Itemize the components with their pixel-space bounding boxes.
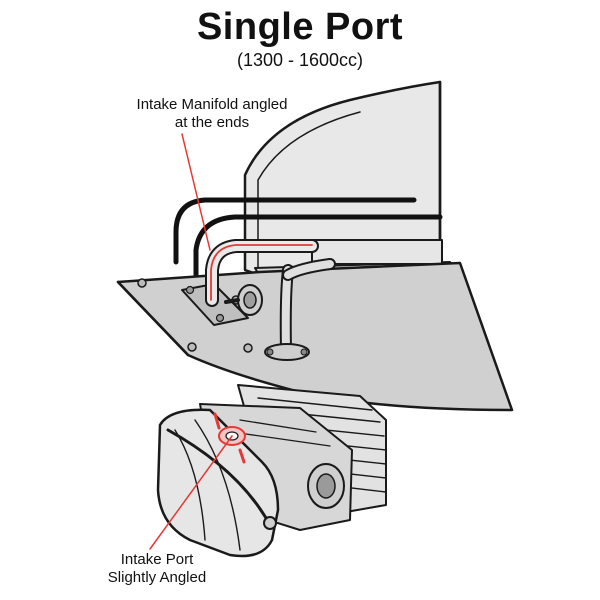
diagram-subtitle: (1300 - 1600cc) xyxy=(236,50,364,70)
manifold-callout-line-1: Intake Manifold angled xyxy=(136,96,288,113)
hose-lower xyxy=(193,214,443,279)
port-callout-label: Intake Port Slightly Angled xyxy=(92,551,222,587)
hose-upper xyxy=(173,197,417,265)
tin-plate-edge xyxy=(116,280,190,357)
shroud-inner-fold xyxy=(257,111,361,271)
head-fin-2 xyxy=(245,433,331,447)
fin-1 xyxy=(257,397,373,411)
mount-bolt-2 xyxy=(215,313,225,323)
valve-cover-rib-2 xyxy=(194,419,241,551)
manifold-flange xyxy=(264,343,310,361)
flange-bolt-2 xyxy=(300,348,308,356)
port-callout-line-1: Intake Port xyxy=(120,551,194,568)
engine-tin-plate xyxy=(116,261,514,412)
port-callout-line xyxy=(149,435,233,550)
flange-bolt-1 xyxy=(266,348,274,356)
shroud-body xyxy=(243,80,442,292)
tin-bolt-1 xyxy=(137,278,147,288)
tin-bolt-2 xyxy=(187,342,197,352)
spark-plug-hole xyxy=(316,473,336,499)
valve-cover-rib-1 xyxy=(174,429,206,541)
manifold-callout-line-2: at the ends xyxy=(174,114,250,131)
tin-plate xyxy=(116,261,514,412)
mount-bolt-1 xyxy=(185,285,195,295)
head-fin-1 xyxy=(239,419,317,433)
bail-clip xyxy=(263,516,277,530)
port-stud-2 xyxy=(238,448,246,464)
boot-stem xyxy=(224,298,240,304)
riser-elbow-fill xyxy=(284,260,334,279)
tin-bolt-3 xyxy=(243,343,253,353)
breather-hoses xyxy=(173,197,443,279)
intake-manifold xyxy=(205,239,336,361)
manifold-boot-inner xyxy=(243,291,257,309)
valve-cover xyxy=(156,408,280,558)
port-stud-1 xyxy=(213,412,221,430)
manifold-tube-fill xyxy=(207,241,317,305)
manifold-highlight xyxy=(210,244,313,301)
manifold-callout-line xyxy=(181,133,211,251)
diagram-title: Single Port xyxy=(196,6,404,48)
callout-lines xyxy=(149,133,233,550)
manifold-riser-fill xyxy=(281,266,292,354)
cylinder-assembly xyxy=(156,384,387,558)
valve-cover-bail xyxy=(166,428,272,527)
manifold-callout-label: Intake Manifold angled at the ends xyxy=(112,96,312,132)
port-callout-line-2: Slightly Angled xyxy=(107,569,207,586)
